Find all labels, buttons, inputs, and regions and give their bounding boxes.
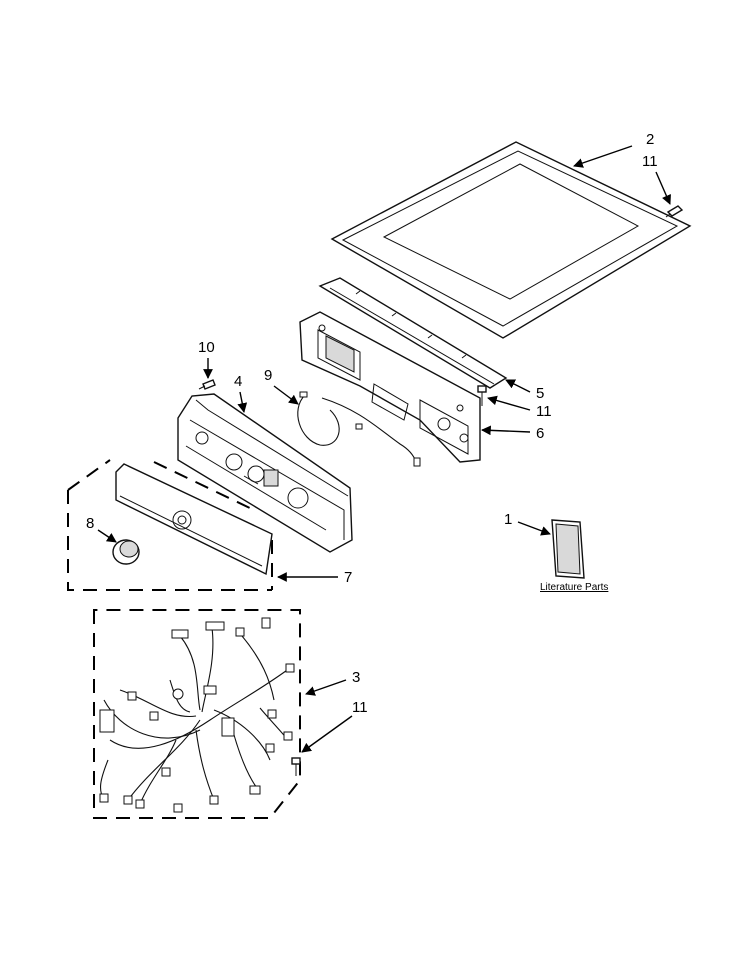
wire-harness-group bbox=[93, 609, 301, 819]
screw-bottom bbox=[291, 757, 301, 776]
leader-5 bbox=[505, 379, 531, 393]
wire-harness bbox=[99, 617, 295, 813]
leader-6 bbox=[481, 425, 531, 436]
screw-top bbox=[665, 205, 684, 218]
callout-4: 4 bbox=[234, 373, 242, 390]
callout-11-bottom: 11 bbox=[352, 699, 368, 716]
leader-4 bbox=[237, 391, 248, 413]
cable bbox=[297, 391, 421, 467]
callout-5: 5 bbox=[536, 385, 544, 402]
callout-9: 9 bbox=[264, 367, 272, 384]
leader-11-mid bbox=[487, 395, 531, 411]
rear-control-panel bbox=[299, 311, 481, 463]
front-panel-group bbox=[67, 459, 273, 591]
callout-11-mid: 11 bbox=[536, 403, 552, 420]
screw-console bbox=[198, 379, 216, 390]
console bbox=[177, 393, 353, 553]
leader-11-bottom bbox=[301, 715, 353, 753]
leader-8 bbox=[97, 529, 117, 543]
callout-2: 2 bbox=[646, 131, 654, 148]
leader-1 bbox=[517, 521, 551, 536]
callout-8: 8 bbox=[86, 515, 94, 532]
leader-11-top bbox=[655, 171, 671, 205]
callout-7: 7 bbox=[344, 569, 352, 586]
literature-label: Literature Parts bbox=[540, 582, 608, 593]
callouts: 2 11 5 11 6 10 4 9 8 7 1 3 11 bbox=[86, 131, 658, 716]
callout-11-top: 11 bbox=[642, 153, 658, 170]
callout-3: 3 bbox=[352, 669, 360, 686]
callout-1: 1 bbox=[504, 511, 512, 528]
callout-6: 6 bbox=[536, 425, 544, 442]
leader-3 bbox=[305, 679, 347, 696]
top-panel bbox=[330, 141, 692, 339]
leader-2 bbox=[573, 145, 633, 168]
leader-lines bbox=[97, 145, 671, 753]
knob bbox=[112, 539, 140, 565]
callout-10: 10 bbox=[198, 339, 215, 356]
screw-mid bbox=[477, 385, 487, 406]
literature-booklet: Literature Parts bbox=[540, 519, 608, 593]
rail-bracket bbox=[318, 277, 508, 389]
leader-9 bbox=[273, 385, 299, 405]
